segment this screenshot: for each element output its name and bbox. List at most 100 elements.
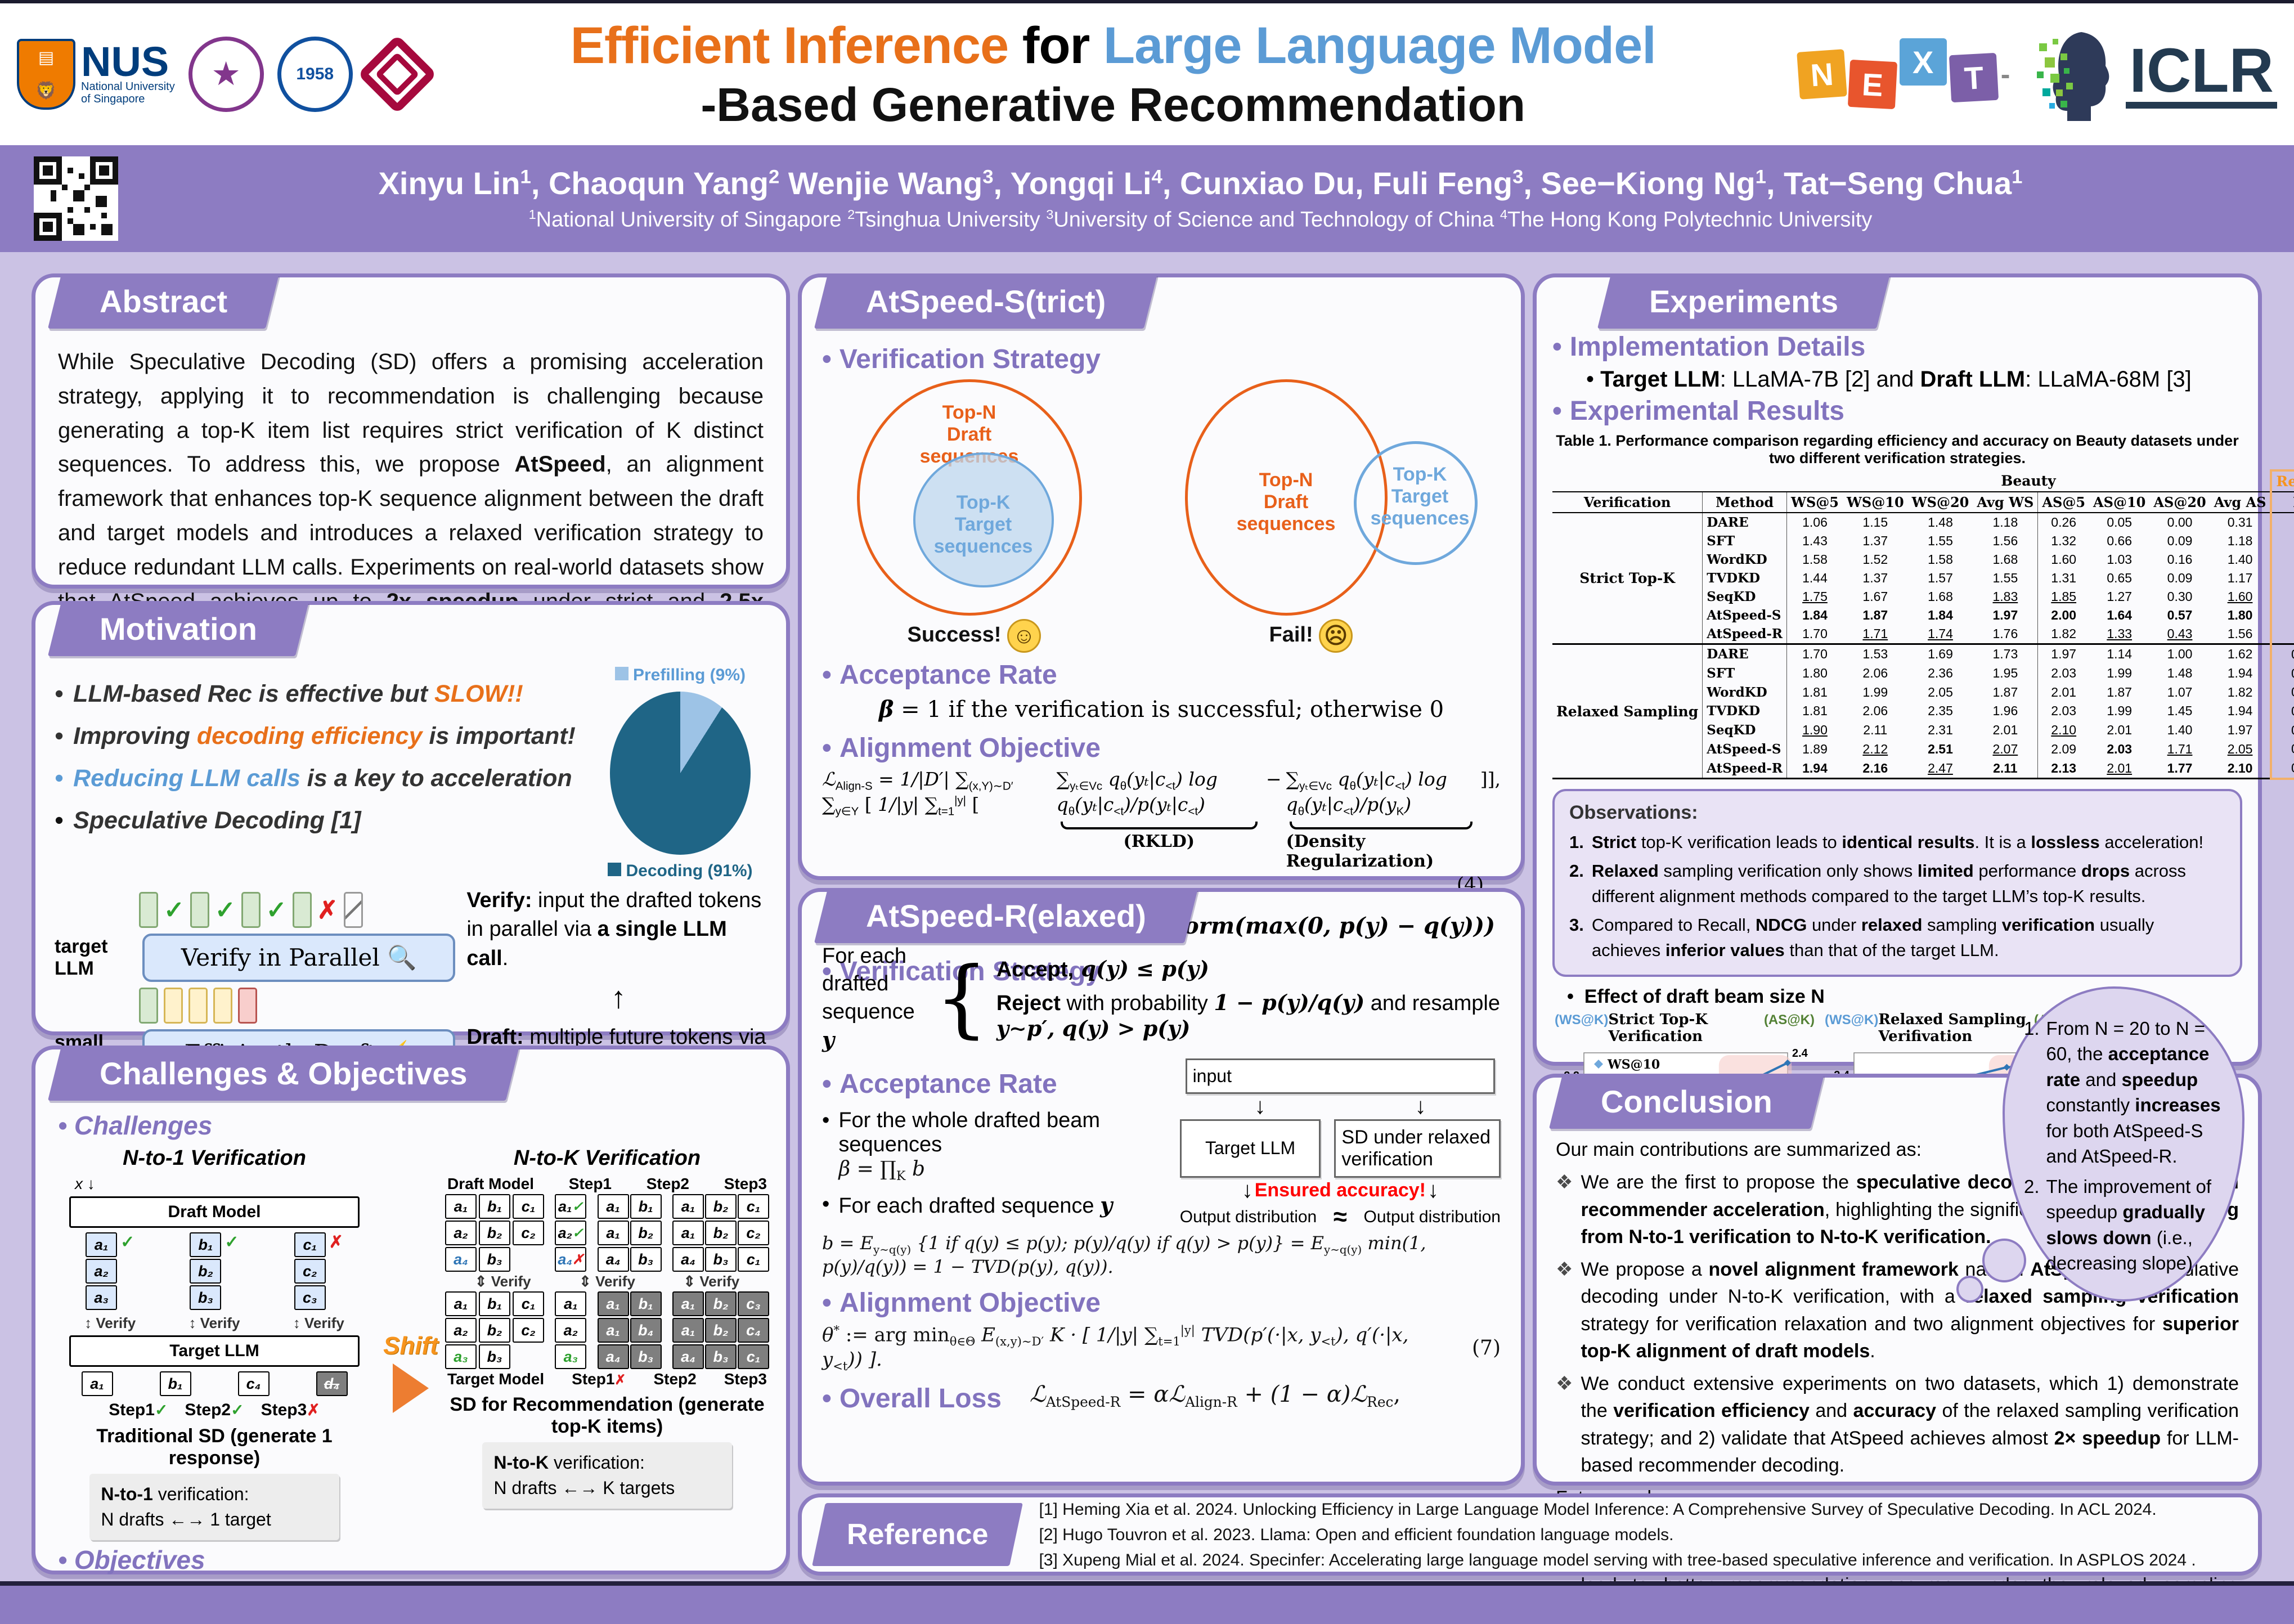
motivation-panel: Motivation •LLM-based Rec is effective b… <box>32 601 790 1124</box>
authors-bar: Xinyu Lin1, Chaoqun Yang2 Wenjie Wang3, … <box>0 145 2294 252</box>
token-chip <box>241 892 261 928</box>
svg-text:WS@10: WS@10 <box>1607 1057 1660 1072</box>
objectives-heading: • Objectives <box>58 1545 205 1574</box>
reference-items: [1] Heming Xia et al. 2024. Unlocking Ef… <box>1039 1497 2196 1573</box>
motivation-banner: Motivation <box>47 602 309 656</box>
experimental-results-heading: •Experimental Results <box>1552 396 1844 426</box>
pie-legend-decoding: Decoding (91%) <box>590 862 770 881</box>
next-tile: T <box>1949 52 1999 103</box>
poster-title: Efficient Inference for Large Language M… <box>442 16 1785 132</box>
findings-thought-bubble: 1.From N = 20 to N = 60, the acceptance … <box>1956 986 2244 1303</box>
atspeed-r-panel: AtSpeed-R(elaxed) •Verification Strategy… <box>798 888 1525 1486</box>
table-row: WordKD1.811.992.051.872.011.871.071.820.… <box>1552 683 2294 702</box>
n-to-1-steps: Step1✓Step2✓Step3✗ <box>109 1401 320 1419</box>
token-chip <box>190 892 209 928</box>
title-line2: -Based Generative Recommendation <box>701 78 1526 131</box>
table-caption: Table 1. Performance comparison regardin… <box>1556 432 2239 466</box>
flow-sd-box: SD under relaxed verification <box>1334 1119 1501 1178</box>
motivation-bullet: •Speculative Decoding [1] <box>55 807 361 834</box>
draft-token-chip <box>164 988 183 1024</box>
beta-definition: β = 1 if the verification is successful;… <box>878 696 1444 723</box>
verifier-person-icon: 🔍 <box>387 944 417 971</box>
implementation-details-item: • Target LLM: LLaMA-7B [2] and Draft LLM… <box>1586 367 2192 392</box>
draft-token-chip <box>238 988 257 1024</box>
atspeed-r-banner: AtSpeed-R(elaxed) <box>814 889 1198 943</box>
experiments-banner: Experiments <box>1597 274 1891 329</box>
reference-panel: Reference [1] Heming Xia et al. 2024. Un… <box>798 1493 2262 1576</box>
overall-loss-heading-r: •Overall Loss <box>822 1383 1002 1414</box>
n-to-1-title: N-to-1 Verification <box>123 1146 306 1170</box>
rejected-token-chip <box>343 892 363 928</box>
n-to-1-note: N-to-1 verification:N drafts ←→ 1 target <box>89 1474 339 1540</box>
experiments-panel: Experiments •Implementation Details • Ta… <box>1533 273 2294 1303</box>
alignment-objective-heading: •Alignment Objective <box>822 733 1101 763</box>
x-input-label: x ↓ <box>75 1175 95 1192</box>
bubble-item: 1.From N = 20 to N = 60, the acceptance … <box>2024 1017 2221 1167</box>
n-to-1-caption: Traditional SD (generate 1 response) <box>96 1425 333 1469</box>
verify-explanation: Verify: input the drafted tokens in para… <box>466 889 762 970</box>
motivation-bullets: •LLM-based Rec is effective but SLOW!!•I… <box>55 666 586 881</box>
shift-label: Shift <box>383 1332 438 1360</box>
nus-logo: ▤🦁 NUS National University of Singapore <box>17 39 175 110</box>
token-chip <box>292 892 312 928</box>
atspeed-s-panel: AtSpeed-S(trict) •Verification Strategy … <box>798 273 1525 1070</box>
n-to-k-verify-row: ⇕ Verify⇕ Verify⇕ Verify <box>474 1273 740 1290</box>
list-item: 3.Compared to Recall, NDCG under relaxed… <box>1569 914 2154 960</box>
table-row: SeqKD1.751.671.681.831.851.270.301.600.0… <box>1552 587 2294 606</box>
conclusion-banner: Conclusion <box>1548 1074 1824 1129</box>
token-chip <box>139 892 158 928</box>
verification-strategy-heading: •Verification Strategy <box>822 344 1101 374</box>
list-item: 2.Relaxed sampling verification only sho… <box>1569 860 2187 906</box>
reject-case: Reject with probability 1 − p(y)/q(y) an… <box>996 989 1500 1041</box>
results-table: BeautyRecommendation AccuracyVerificatio… <box>1552 469 2294 780</box>
next-tile: X <box>1899 38 1947 86</box>
n-to-k-note: N-to-K verification:N drafts ←→ K target… <box>482 1442 732 1509</box>
verification-strategy-heading-r: •Verification Strategy <box>822 957 1101 986</box>
n-to-k-caption: SD for Recommendation (generate top-K it… <box>450 1394 765 1437</box>
atspeed-r-loss-formula: ℒAtSpeed-R = αℒAlign-R + (1 − α)ℒRec, <box>1029 1381 1401 1410</box>
equation-number-7: (7) <box>1472 1336 1501 1360</box>
table-row: SeqKD1.902.112.312.012.102.011.401.970.0… <box>1552 720 2294 740</box>
atspeed-s-banner: AtSpeed-S(trict) <box>814 274 1158 329</box>
output-distribution-right: Output distribution <box>1363 1207 1501 1226</box>
reference-item: [3] Xupeng Mial et al. 2024. Specinfer: … <box>1039 1550 2196 1569</box>
up-arrow-icon: ↑ <box>610 980 626 1015</box>
next-tile: E <box>1847 59 1897 110</box>
poster-body: Abstract While Speculative Decoding (SD)… <box>0 252 2294 1624</box>
abstract-banner: Abstract <box>47 274 280 329</box>
verify-labels-row: ↕ Verify↕ Verify↕ Verify <box>84 1315 344 1331</box>
tsinghua-seal-icon: ★ <box>188 37 264 112</box>
sequence-acceptance-label: For each drafted sequence y <box>838 1192 1113 1218</box>
motivation-bullet: •Reducing LLM calls is a key to accelera… <box>55 765 572 792</box>
relaxed-verification-flow: input ↓↓ Target LLM SD under relaxed ver… <box>1179 1058 1501 1231</box>
alignment-objective-heading-r: •Alignment Objective <box>822 1287 1101 1318</box>
conclusion-bullet: ❖We conduct extensive experiments on two… <box>1556 1373 2239 1476</box>
footer-bar <box>0 1581 2294 1624</box>
conclusion-intro: Our main contributions are summarized as… <box>1556 1139 1922 1160</box>
output-distribution-left: Output distribution <box>1179 1207 1317 1226</box>
ensured-accuracy-label: Ensured accuracy! <box>1254 1179 1426 1201</box>
reference-banner: Reference <box>812 1503 1023 1566</box>
table-row: TVDKD1.812.062.351.962.031.991.451.940.0… <box>1552 701 2294 721</box>
ai-head-logo-icon <box>2037 32 2109 121</box>
shift-arrow-block: Shift <box>380 1146 442 1416</box>
acceptance-rate-heading: •Acceptance Rate <box>822 660 1057 690</box>
challenges-panel: Challenges & Objectives • Challenges N-t… <box>32 1046 790 1624</box>
verify-in-parallel-box: Verify in Parallel 🔍 <box>142 934 456 982</box>
align-s-formula: ℒAlign-S = 1/|D′| ∑(x,Y)∼D′ ∑y∈Y [ 1/|y|… <box>822 768 1501 872</box>
observations-title: Observations: <box>1569 801 1698 823</box>
draft-token-chip <box>139 988 158 1024</box>
